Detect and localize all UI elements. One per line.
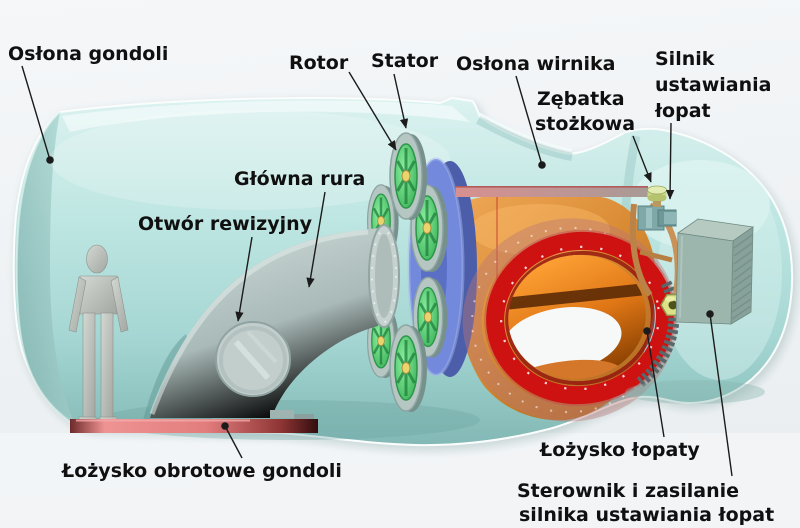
tube-flange	[368, 224, 400, 328]
generator-disc	[388, 131, 429, 222]
leader-lines	[21, 65, 733, 477]
background-lower	[0, 433, 800, 528]
pitch-controller-box	[675, 218, 755, 325]
figure-head	[86, 244, 108, 274]
label-pitch-motor-1: Silnik	[655, 48, 715, 70]
label-blade-bearing: Łożysko łopaty	[539, 439, 700, 461]
leader-inspection-hole	[235, 236, 253, 322]
label-rotor: Rotor	[289, 52, 349, 74]
pitch-motor	[637, 205, 677, 231]
label-nacelle-cover: Osłona gondoli	[8, 43, 168, 65]
label-inspection-hole: Otwór rewizyjny	[138, 213, 313, 235]
pitch-bracket	[629, 203, 653, 297]
leader-pitch-motor	[665, 122, 675, 200]
leader-nacelle-cover	[21, 65, 54, 164]
label-pitch-controller-1: Sterownik i zasilanie	[517, 480, 739, 502]
leader-main-tube	[306, 191, 326, 288]
label-bevel-gear-1: Zębatka	[537, 88, 625, 110]
labels: Osłona gondoli Rotor Stator Osłona wirni…	[8, 43, 774, 526]
leader-bevel-gear	[632, 135, 652, 183]
label-yaw-bearing: Łożysko obrotowe gondoli	[61, 460, 342, 482]
hub-top-beam	[456, 186, 648, 197]
label-stator: Stator	[371, 50, 439, 72]
leader-yaw-bearing	[221, 422, 243, 459]
inspection-hatch	[215, 321, 291, 397]
pitch-drive-assembly	[625, 185, 765, 404]
leader-blade-bearing	[643, 327, 665, 438]
main-tube	[149, 224, 400, 420]
generator-disc	[388, 323, 429, 414]
leader-stator	[393, 73, 409, 129]
label-pitch-controller-2: silnika ustawiania łopat	[519, 504, 774, 526]
label-bevel-gear-2: stożkowa	[535, 113, 635, 135]
bevel-gear-pinion	[647, 185, 667, 207]
label-main-tube: Główna rura	[234, 168, 365, 190]
label-pitch-motor-3: łopat	[654, 100, 711, 122]
label-pitch-motor-2: ustawiania	[655, 74, 772, 96]
leader-pitch-controller	[706, 310, 733, 477]
leader-rotor-cover	[515, 75, 546, 169]
label-rotor-cover: Osłona wirnika	[456, 53, 615, 75]
nacelle-end-cap	[16, 112, 77, 426]
yaw-bearing-plate	[70, 419, 318, 433]
leader-rotor	[348, 71, 397, 151]
